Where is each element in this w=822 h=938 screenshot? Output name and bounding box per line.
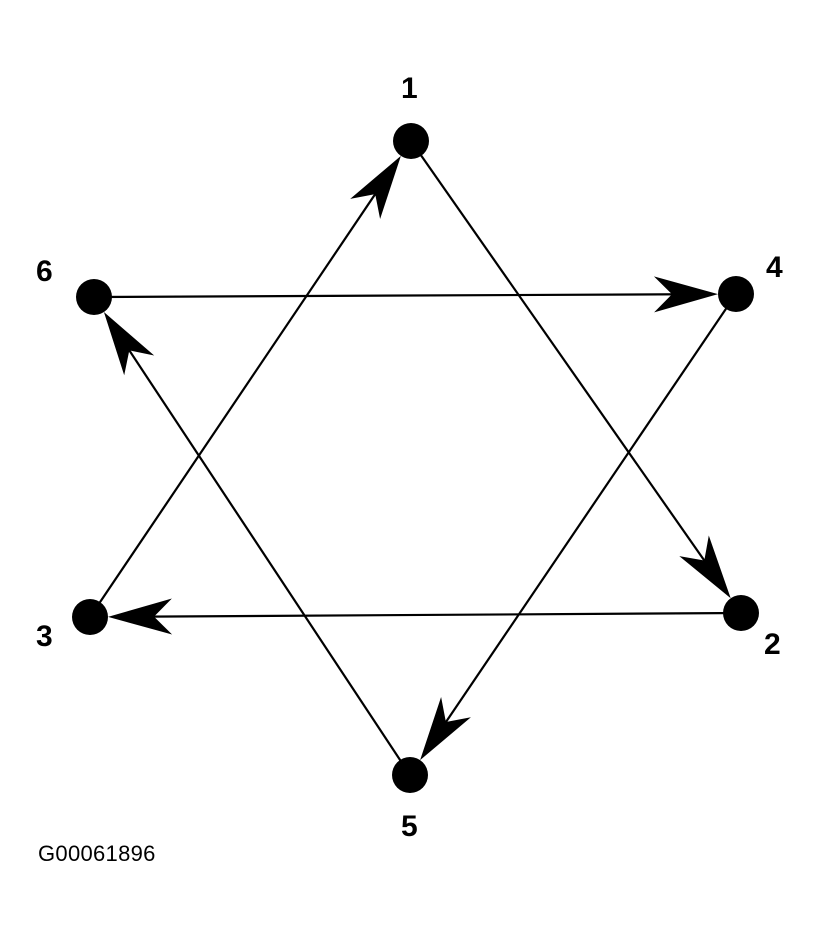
reference-code: G00061896 [38,841,156,866]
node-label-3: 3 [36,620,53,653]
arrowhead-icon [103,312,155,376]
edge-line [424,293,737,753]
arrowhead-icon [108,598,173,635]
node-label-6: 6 [36,255,53,288]
node-2-dot [723,595,759,631]
edge-5-to-6 [103,312,411,776]
node-5-dot [392,757,428,793]
arrowhead-icon [350,155,401,219]
node-1-dot [393,123,429,159]
edge-4-to-5 [420,293,737,761]
edge-3-to-1 [89,155,401,618]
node-4-dot [718,276,754,312]
edge-6-to-4 [93,276,718,313]
arrowhead-icon [653,276,718,313]
edge-line [93,293,709,299]
node-label-2: 2 [764,628,781,661]
edge-2-to-3 [108,598,742,635]
edge-line [117,611,742,618]
node-label-4: 4 [766,251,783,284]
node-label-5: 5 [401,810,418,843]
edge-1-to-2 [410,140,731,599]
node-label-1: 1 [401,72,418,105]
arrowhead-icon [679,535,731,599]
edge-line [89,163,397,618]
node-6-dot [76,279,112,315]
edge-line [108,319,411,776]
arrowhead-icon [420,697,471,761]
edge-line [410,140,726,591]
node-3-dot [72,599,108,635]
